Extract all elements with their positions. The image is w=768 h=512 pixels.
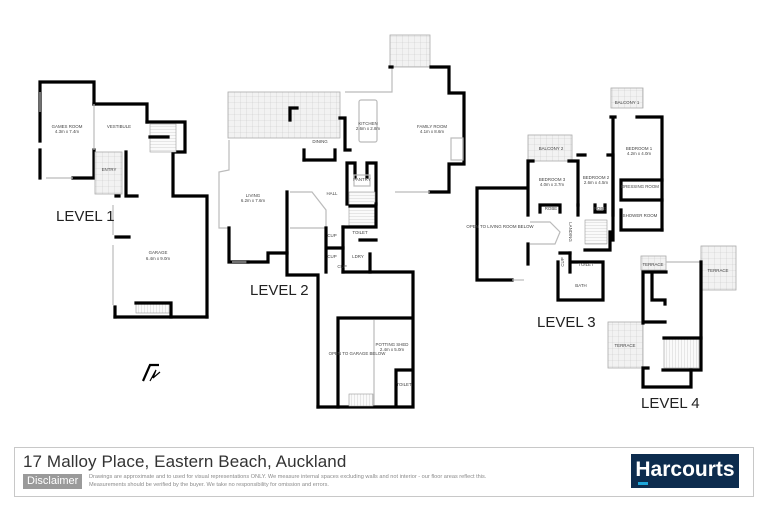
- room-label: TOILET: [578, 262, 594, 267]
- room-size: 6.4m x 9.0m: [146, 256, 170, 261]
- level-4: TERRACE TERRACE TERRACE LEVEL 4: [607, 245, 737, 412]
- room-label: CUP: [560, 257, 565, 266]
- room-size: 4.1m x 8.6m: [420, 129, 444, 134]
- room-label: CUP: [327, 233, 336, 238]
- disclaimer-line-2: Measurements should be verified by the b…: [89, 482, 329, 488]
- room-label: LDRY: [352, 254, 364, 259]
- room-label: DRESSING ROOM: [621, 184, 659, 189]
- footer-info-box: 17 Malloy Place, Eastern Beach, Auckland…: [14, 447, 754, 497]
- logo-accent-bar: [638, 482, 648, 485]
- room-label: BEDROOM 3: [539, 177, 566, 182]
- room-label: LANDING: [568, 222, 573, 242]
- level-2: DINING KITCHEN 2.6m x 2.8m FAMILY ROOM 4…: [218, 34, 466, 409]
- room-size: 6.2m x 7.6m: [241, 198, 265, 203]
- room-label: OPEN TO LIVING ROOM BELOW: [466, 224, 534, 229]
- room-label: SHOWER ROOM: [623, 213, 658, 218]
- harcourts-logo: Harcourts: [631, 454, 739, 488]
- room-size: 2.4m x 5.0m: [380, 347, 404, 352]
- room-label: CUP: [327, 254, 336, 259]
- level-4-label: LEVEL 4: [641, 395, 700, 412]
- room-label: BALCONY 1: [615, 100, 640, 105]
- room-size: 2.6m x 2.8m: [356, 126, 380, 131]
- room-label: POTTING SHED: [376, 342, 409, 347]
- room-label: GARAGE: [149, 250, 168, 255]
- room-label: TERRACE: [643, 262, 664, 267]
- room-label: LIVING: [246, 193, 261, 198]
- room-label: GAMES ROOM: [52, 124, 83, 129]
- north-arrow-icon: [141, 363, 161, 382]
- room-label: KITCHEN: [358, 121, 377, 126]
- room-label: HALL: [327, 191, 339, 196]
- level-1-label: LEVEL 1: [56, 208, 115, 225]
- level-1: GAMES ROOM 4.3m x 7.4m VESTIBULE ENTRY G…: [38, 80, 209, 319]
- room-label: FAMILY ROOM: [417, 124, 447, 129]
- level-3: BALCONY 2 BALCONY 1 BEDROOM 1 4.2m x 4.0…: [466, 87, 664, 331]
- room-label: ROBE: [545, 206, 558, 211]
- room-size: 4.0m x 3.7m: [540, 182, 564, 187]
- room-size: 4.2m x 4.0m: [627, 151, 651, 156]
- room-size: 2.6m x 4.5m: [584, 180, 608, 185]
- room-label: CUP: [337, 264, 346, 269]
- level-3-label: LEVEL 3: [537, 314, 596, 331]
- room-label: BALCONY 2: [539, 146, 564, 151]
- room-label: TOILET: [396, 382, 412, 387]
- level-2-label: LEVEL 2: [250, 282, 309, 299]
- room-label: BEDROOM 1: [626, 146, 653, 151]
- room-label: ROBE: [594, 206, 607, 211]
- disclaimer-tag: Disclaimer: [23, 474, 83, 489]
- floor-plan: GAMES ROOM 4.3m x 7.4m VESTIBULE ENTRY G…: [38, 34, 737, 412]
- disclaimer-line-1: Drawings are approximate and to used for…: [89, 474, 487, 480]
- room-label: VESTIBULE: [107, 124, 131, 129]
- room-label: TERRACE: [615, 343, 636, 348]
- room-label: ENTRY: [102, 167, 117, 172]
- room-label: OPEN TO GARAGE BELOW: [329, 351, 387, 356]
- room-label: BATH: [575, 283, 586, 288]
- room-label: TOILET: [352, 230, 368, 235]
- room-label: BEDROOM 2: [583, 175, 610, 180]
- brand-name: Harcourts: [635, 458, 735, 481]
- room-label: DINING: [312, 139, 328, 144]
- disclaimer-text: Drawings are approximate and to used for…: [89, 473, 569, 489]
- room-size: 4.3m x 7.4m: [55, 129, 79, 134]
- room-label: TERRACE: [708, 268, 729, 273]
- property-address: 17 Malloy Place, Eastern Beach, Auckland: [23, 452, 347, 471]
- room-label: PANTRY: [353, 177, 370, 182]
